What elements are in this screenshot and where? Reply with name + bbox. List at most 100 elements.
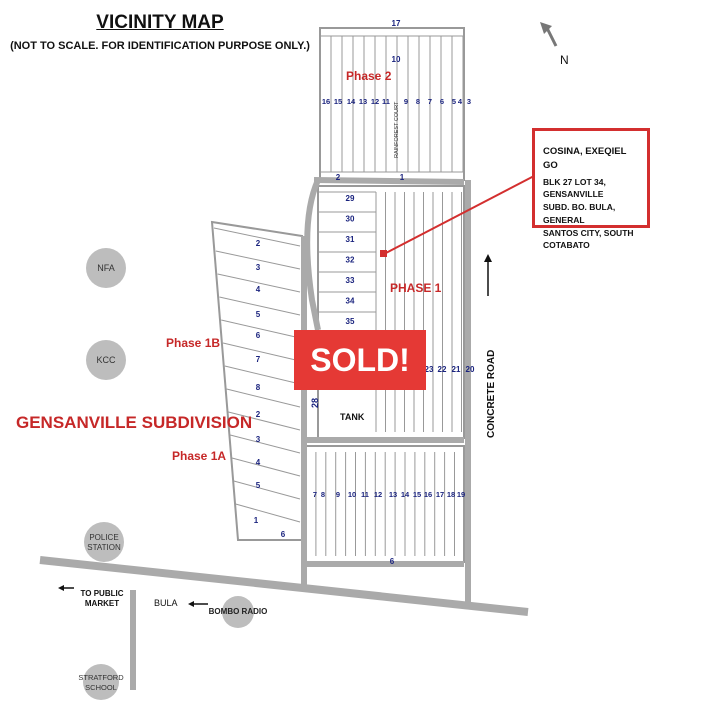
lot-number: 7 <box>256 355 261 364</box>
landmark-bombo-radio: BOMBO RADIO <box>209 596 267 628</box>
lot-number: 20 <box>466 365 475 374</box>
phase1b-label: Phase 1B <box>166 336 220 350</box>
phase1-label: PHASE 1 <box>390 281 442 295</box>
lot-number: 8 <box>256 383 261 392</box>
callout-pointer <box>380 175 535 257</box>
lot-number: 33 <box>346 276 355 285</box>
lot-number: 30 <box>346 215 355 224</box>
owner-name: COSINA, EXEQIEL GO <box>543 146 627 172</box>
lot-number: 14 <box>401 490 410 499</box>
sold-badge: SOLD! <box>294 330 426 390</box>
lot-number: 1 <box>400 173 405 182</box>
lot-number: 14 <box>347 97 356 106</box>
lot-number: 10 <box>348 490 356 499</box>
lot-number: 2 <box>336 173 341 182</box>
lot-number: 4 <box>458 97 463 106</box>
tank-label: TANK <box>340 412 365 422</box>
north-label: N <box>560 53 569 67</box>
bula-label: BULA <box>154 598 178 608</box>
lot-number: 31 <box>346 235 355 244</box>
lot-line <box>213 227 301 247</box>
lot-number: 10 <box>392 55 401 64</box>
landmark-kcc: KCC <box>86 340 126 380</box>
phase1-lot-lines <box>318 191 462 432</box>
lot-number: 13 <box>389 490 397 499</box>
address-line-1: BLK 27 LOT 34, GENSANVILLE <box>543 176 606 200</box>
landmark-nfa: NFA <box>86 248 126 288</box>
lot-number: 22 <box>438 365 447 374</box>
lot-number: 16 <box>322 97 330 106</box>
lot-line <box>231 457 301 477</box>
lot-line <box>226 388 301 408</box>
lot-line <box>222 342 301 362</box>
lot-number: 13 <box>359 97 367 106</box>
lot-number: 15 <box>413 490 421 499</box>
lot-line <box>217 273 301 293</box>
lot-number: 32 <box>346 256 355 265</box>
lot-number: 35 <box>346 317 355 326</box>
police-label-line2: STATION <box>87 543 121 552</box>
lot-line <box>230 434 301 454</box>
lot-number: 5 <box>256 481 261 490</box>
lot-number: 12 <box>371 97 379 106</box>
lot-line <box>228 411 301 431</box>
lot-number: 9 <box>404 97 408 106</box>
lot-number: 17 <box>392 19 401 28</box>
lot-line <box>215 250 301 270</box>
lot-number: 2 <box>256 239 261 248</box>
lot-line <box>224 365 301 385</box>
lot-number: 11 <box>361 490 369 499</box>
phase1a-lot-lines <box>213 227 301 523</box>
phase2-lot-lines <box>320 35 464 173</box>
kcc-label: KCC <box>96 355 116 365</box>
lot-number: 2 <box>256 410 261 419</box>
lot-number: 21 <box>452 365 461 374</box>
phase1a-label: Phase 1A <box>172 449 226 463</box>
map-subtitle: (NOT TO SCALE. FOR IDENTIFICATION PURPOS… <box>10 40 310 52</box>
lot-number: 6 <box>256 331 261 340</box>
lot-number: 18 <box>447 490 455 499</box>
lot-line <box>235 503 301 523</box>
owner-callout-box: COSINA, EXEQIEL GO BLK 27 LOT 34, GENSAN… <box>532 128 650 250</box>
lot-number: 11 <box>382 97 390 106</box>
lot-number: 17 <box>436 490 444 499</box>
landmark-police-station: POLICE STATION <box>84 522 124 562</box>
lot-number: 8 <box>321 490 325 499</box>
stratford-label-line1: STRATFORD <box>78 673 124 682</box>
phase2-label: Phase 2 <box>346 69 392 83</box>
lot-number: 7 <box>428 97 432 106</box>
public-market-line1: TO PUBLIC <box>81 589 124 598</box>
lot-number: 5 <box>452 97 456 106</box>
police-label-line1: POLICE <box>89 533 118 542</box>
street-28-label: 28 <box>310 398 320 408</box>
public-market-line2: MARKET <box>85 599 119 608</box>
lot-number: 34 <box>346 297 355 306</box>
concrete-road-label: CONCRETE ROAD <box>486 350 497 438</box>
lot-number: 1 <box>254 516 259 525</box>
court-label: RAINFOREST COURT <box>394 101 400 158</box>
lot-number: 6 <box>281 530 286 539</box>
lot-number: 19 <box>457 490 465 499</box>
lot-line <box>221 319 301 339</box>
address-line-2: SUBD. BO. BULA, GENERAL <box>543 202 616 225</box>
stratford-label-line2: SCHOOL <box>85 683 117 692</box>
lot-number: 3 <box>256 435 261 444</box>
lot-number: 4 <box>256 458 261 467</box>
map-title: VICINITY MAP <box>96 12 224 33</box>
lot-number: 6 <box>390 557 395 566</box>
lot-number: 5 <box>256 310 261 319</box>
left-arrow-icon <box>58 585 74 591</box>
concrete-road-arrow <box>484 254 492 296</box>
lot-number: 4 <box>256 285 261 294</box>
lot-number: 15 <box>334 97 342 106</box>
address-line-3: SANTOS CITY, SOUTH COTABATO <box>543 227 634 251</box>
lot-number: 12 <box>374 490 382 499</box>
landmark-stratford-school: STRATFORD SCHOOL <box>78 664 124 700</box>
lot-line <box>219 296 301 316</box>
north-arrow-icon <box>540 22 558 47</box>
lot-number: 23 <box>425 365 434 374</box>
nfa-label: NFA <box>97 263 115 273</box>
south-lot-lines <box>315 452 455 556</box>
lot-number: 8 <box>416 97 420 106</box>
